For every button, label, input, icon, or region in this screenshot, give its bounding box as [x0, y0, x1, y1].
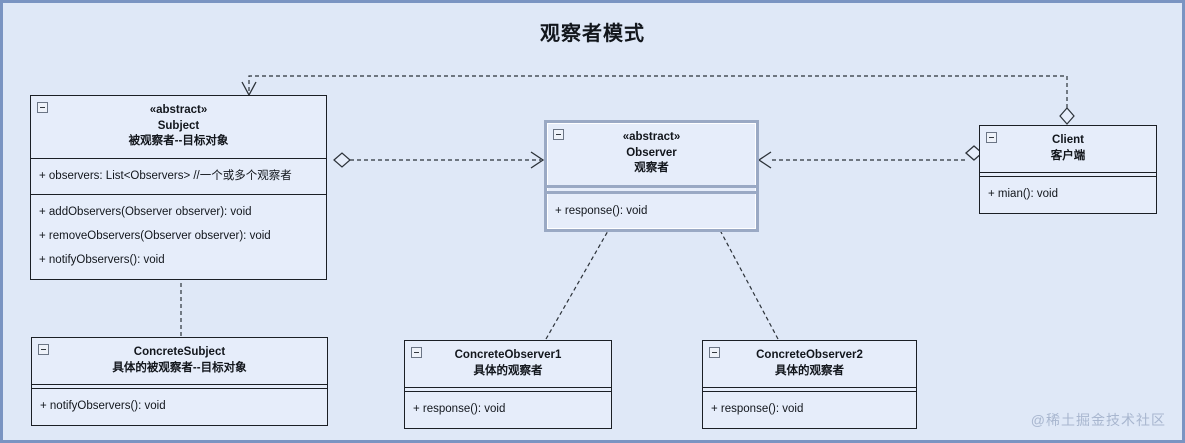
class-name: Subject: [157, 119, 200, 132]
class-name: ConcreteObserver1: [454, 349, 562, 361]
operations-compartment: + response(): void: [703, 392, 916, 428]
class-name: ConcreteObserver2: [756, 349, 863, 361]
class-stereotype: «abstract»: [149, 104, 208, 116]
edge-client-to-observer: [757, 145, 983, 169]
compartment-divider: [703, 387, 916, 389]
collapse-minus-icon[interactable]: [553, 129, 564, 140]
class-chinese-name: 客户端: [1050, 149, 1086, 162]
compartment-divider: [980, 172, 1156, 174]
uml-class-concrete-observer1[interactable]: ConcreteObserver1 具体的观察者 + response(): v…: [404, 340, 612, 429]
collapse-minus-icon[interactable]: [38, 344, 49, 355]
compartment-divider: [31, 194, 326, 196]
class-header-concrete-observer2: ConcreteObserver2 具体的观察者: [703, 341, 916, 387]
operations-compartment: + response(): void: [547, 194, 756, 230]
uml-class-concrete-observer2[interactable]: ConcreteObserver2 具体的观察者 + response(): v…: [702, 340, 917, 429]
uml-class-client[interactable]: Client 客户端 + mian(): void: [979, 125, 1157, 214]
edge-subject-to-observer: [333, 151, 545, 169]
class-stereotype: «abstract»: [622, 131, 681, 143]
compartment-divider: [31, 157, 326, 159]
class-name: Client: [1052, 134, 1084, 146]
class-header-observer: «abstract» Observer 观察者: [547, 123, 756, 185]
uml-class-observer[interactable]: «abstract» Observer 观察者 + response(): vo…: [544, 120, 759, 233]
watermark: @稀土掘金技术社区: [1030, 412, 1166, 428]
compartment-divider: [405, 391, 611, 393]
uml-class-concrete-subject[interactable]: ConcreteSubject 具体的被观察者--目标对象 + notifyOb…: [31, 337, 328, 426]
collapse-minus-icon[interactable]: [411, 347, 422, 358]
compartment-divider: [980, 176, 1156, 178]
compartment-divider: [32, 384, 327, 386]
operations-compartment: + addObservers(Observer observer): void …: [31, 195, 326, 278]
class-operation: + response(): void: [555, 204, 648, 217]
page-title: 观察者模式: [540, 23, 645, 45]
attributes-compartment: + observers: List<Observers> //一个或多个观察者: [31, 159, 326, 195]
uml-class-subject[interactable]: «abstract» Subject 被观察者--目标对象 + observer…: [30, 95, 327, 280]
compartment-divider: [547, 184, 756, 188]
class-header-concrete-observer1: ConcreteObserver1 具体的观察者: [405, 341, 611, 387]
class-operation: + mian(): void: [988, 188, 1058, 201]
collapse-minus-icon[interactable]: [986, 132, 997, 143]
class-operation: + addObservers(Observer observer): void: [39, 206, 252, 219]
class-header-subject: «abstract» Subject 被观察者--目标对象: [31, 96, 326, 158]
class-name: Observer: [626, 146, 677, 159]
class-chinese-name: 具体的观察者: [775, 364, 844, 377]
class-attribute: + observers: List<Observers> //一个或多个观察者: [39, 169, 292, 182]
class-chinese-name: 观察者: [634, 162, 669, 175]
operations-compartment: + notifyObservers(): void: [32, 389, 327, 425]
compartment-divider: [32, 388, 327, 390]
class-operation: + notifyObservers(): void: [39, 253, 165, 266]
class-operation: + response(): void: [413, 403, 506, 416]
class-name: ConcreteSubject: [133, 346, 226, 358]
edge-client-to-subject: [241, 75, 1075, 125]
compartment-divider: [547, 190, 756, 194]
class-chinese-name: 被观察者--目标对象: [128, 135, 229, 148]
compartment-divider: [405, 387, 611, 389]
operations-compartment: + mian(): void: [980, 177, 1156, 213]
collapse-minus-icon[interactable]: [709, 347, 720, 358]
class-header-concrete-subject: ConcreteSubject 具体的被观察者--目标对象: [32, 338, 327, 384]
class-header-client: Client 客户端: [980, 126, 1156, 172]
collapse-minus-icon[interactable]: [37, 102, 48, 113]
class-operation: + response(): void: [711, 403, 804, 416]
class-operation: + removeObservers(Observer observer): vo…: [39, 230, 271, 243]
compartment-divider: [703, 391, 916, 393]
class-chinese-name: 具体的观察者: [473, 364, 543, 377]
operations-compartment: + response(): void: [405, 392, 611, 428]
class-operation: + notifyObservers(): void: [40, 400, 166, 413]
class-chinese-name: 具体的被观察者--目标对象: [112, 361, 247, 374]
